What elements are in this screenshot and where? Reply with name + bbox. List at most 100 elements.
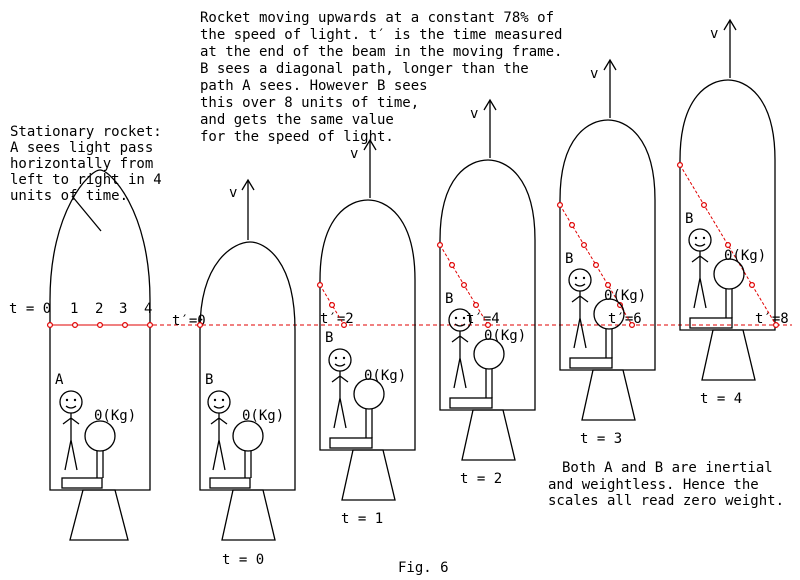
top-note-line-2: the speed of light. t′ is the time measu… xyxy=(200,27,562,43)
top-note-line-4: B sees a diagonal path, longer than the xyxy=(200,61,529,77)
observer-a-label: A xyxy=(55,372,64,388)
velocity-label-4: v xyxy=(590,66,598,82)
top-note-line-1: Rocket moving upwards at a constant 78% … xyxy=(200,10,554,26)
moving-rocket-5: v t′=8 B 0(Kg) t = 4 xyxy=(676,18,789,407)
light-point-m3d xyxy=(473,302,480,309)
moving-rocket-3-body xyxy=(439,159,536,411)
observer-b-label-3: B xyxy=(445,291,453,307)
tick-label-2: 2 xyxy=(95,301,103,317)
light-point-2 xyxy=(96,322,103,329)
t-prime-label-5: t′=8 xyxy=(755,311,789,327)
observer-b-figure-5 xyxy=(688,228,712,309)
scale-m1-reading: 0(Kg) xyxy=(242,408,284,424)
light-point-m3c xyxy=(461,282,468,289)
scale-a-reading: 0(Kg) xyxy=(94,408,136,424)
t-label-4: t = 3 xyxy=(580,431,622,447)
tick-label-4: 4 xyxy=(144,301,152,317)
scale-m5-reading: 0(Kg) xyxy=(724,248,766,264)
light-point-3 xyxy=(121,322,128,329)
light-point-m2a xyxy=(317,282,324,289)
t-label-3: t = 2 xyxy=(460,471,502,487)
stationary-rocket-body xyxy=(49,169,151,491)
moving-rocket-4-body xyxy=(559,119,656,371)
t-label-5: t = 4 xyxy=(700,391,742,407)
moving-rocket-1-nozzle xyxy=(221,489,276,541)
observer-b-figure-1 xyxy=(207,390,231,471)
tick-label-0: t = 0 xyxy=(9,301,51,317)
scale-m5 xyxy=(689,258,745,329)
scale-m3-reading: 0(Kg) xyxy=(484,328,526,344)
left-note-line-5: units of time. xyxy=(10,188,128,204)
light-point-m5e xyxy=(772,322,779,329)
moving-rocket-3-nozzle xyxy=(461,409,516,461)
top-note-line-6: this over 8 units of time, xyxy=(200,95,419,111)
top-note: Rocket moving upwards at a constant 78% … xyxy=(200,10,562,145)
moving-rocket-2-body xyxy=(319,199,416,451)
scale-m4 xyxy=(569,298,625,369)
light-point-m1 xyxy=(197,322,204,329)
moving-rocket-5-nozzle xyxy=(701,329,756,381)
scale-m2-reading: 0(Kg) xyxy=(364,368,406,384)
left-note-line-3: horizontally from xyxy=(10,156,153,172)
light-point-4 xyxy=(147,322,154,329)
scale-m2 xyxy=(329,378,385,449)
light-point-m5b xyxy=(700,202,707,209)
observer-b-figure-4 xyxy=(568,268,592,349)
scale-m1 xyxy=(209,420,264,489)
light-point-m5a xyxy=(676,162,683,169)
t-label-2: t = 1 xyxy=(341,511,383,527)
bottom-note-line-3: scales all read zero weight. xyxy=(548,493,784,509)
light-beam-m5 xyxy=(679,164,777,326)
moving-rocket-2: v t′=2 B 0(Kg) t = 1 xyxy=(317,138,416,527)
scale-dial xyxy=(84,420,116,452)
light-point-m4b xyxy=(568,222,575,229)
tick-label-3: 3 xyxy=(119,301,127,317)
observer-b-label-4: B xyxy=(565,251,573,267)
figure-caption: Fig. 6 xyxy=(398,560,449,576)
light-point-m4g xyxy=(628,322,635,329)
velocity-label-2: v xyxy=(350,146,358,162)
light-point-m3e xyxy=(485,322,492,329)
scale-m3 xyxy=(449,338,505,409)
t-prime-label-2: t′=2 xyxy=(320,311,354,327)
observer-b-figure-3 xyxy=(448,308,472,389)
scale-m4-reading: 0(Kg) xyxy=(604,288,646,304)
velocity-label-3: v xyxy=(470,106,478,122)
left-note-pointer xyxy=(71,195,102,232)
light-point-m4c xyxy=(580,242,587,249)
light-point-m4d xyxy=(592,262,599,269)
observer-b-label-1: B xyxy=(205,372,213,388)
moving-rocket-1: v t′=0 B 0(Kg) t = 0 xyxy=(172,178,296,568)
bottom-note-line-2: and weightless. Hence the xyxy=(548,477,759,493)
left-note: Stationary rocket: A sees light pass hor… xyxy=(10,124,162,204)
light-point-m2b xyxy=(329,302,336,309)
left-note-line-2: A sees light pass xyxy=(10,140,153,156)
stationary-rocket-nozzle xyxy=(69,489,129,541)
top-note-line-5: path A sees. However B sees xyxy=(200,78,428,94)
moving-rocket-4: v t′=6 B 0(Kg) t = 3 xyxy=(556,58,656,447)
light-point-0 xyxy=(46,322,53,329)
light-point-m3b xyxy=(449,262,456,269)
scale-a xyxy=(61,420,116,489)
velocity-label-5: v xyxy=(710,26,718,42)
light-point-m4a xyxy=(556,202,563,209)
t-label-1: t = 0 xyxy=(222,552,264,568)
observer-a-figure xyxy=(59,390,83,471)
light-point-m2c xyxy=(341,322,348,329)
top-note-line-7: and gets the same value xyxy=(200,112,394,128)
light-point-1 xyxy=(71,322,78,329)
observer-b-label-2: B xyxy=(325,330,333,346)
observer-b-label-5: B xyxy=(685,211,693,227)
light-beam-m2 xyxy=(319,284,345,326)
observer-b-figure-2 xyxy=(328,348,352,429)
moving-rocket-4-nozzle xyxy=(581,369,636,421)
t-prime-label-3: t′=4 xyxy=(466,311,500,327)
moving-rocket-3: v t′=4 B 0(Kg) t = 2 xyxy=(437,98,536,487)
moving-rocket-5-body xyxy=(679,79,776,331)
top-note-line-8: for the speed of light. xyxy=(200,129,394,145)
velocity-label-1: v xyxy=(229,185,237,201)
left-note-line-1: Stationary rocket: xyxy=(10,124,162,140)
light-point-m5c xyxy=(724,242,731,249)
light-point-m5d xyxy=(748,282,755,289)
